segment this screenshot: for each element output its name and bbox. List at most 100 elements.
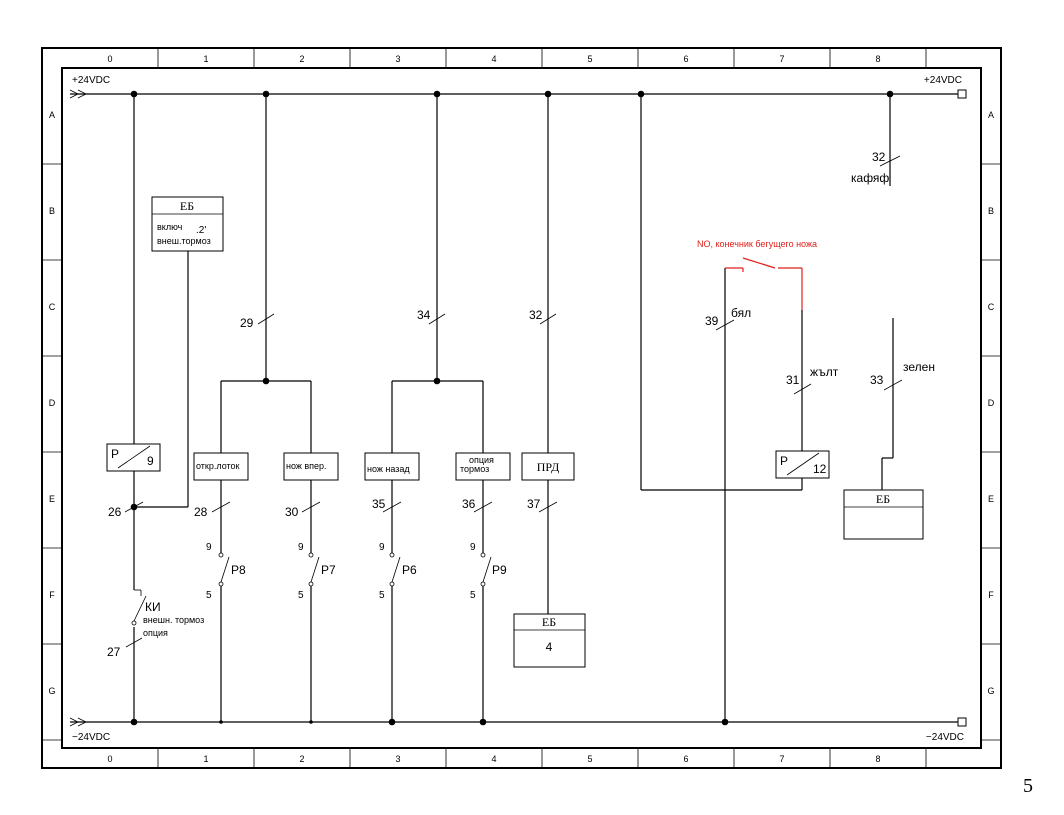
eb-top-title: ЕБ [180,199,194,213]
relay-p9-number: 9 [147,454,154,468]
ki-contact [131,589,147,626]
contact-p6-top: 9 [379,542,385,553]
wire-color-white: бял [731,306,751,320]
col-label-bottom: 2 [299,754,304,764]
wire-color-yellow: жълт [810,365,839,379]
wire-number-34: 34 [417,308,431,322]
wire-number-39: 39 [705,314,719,328]
col-label-bottom: 0 [107,754,112,764]
col-label-top: 7 [779,54,784,64]
power-rail-negative [69,717,967,727]
eb-bottom-number: 4 [546,640,553,654]
contact-p8-name: P8 [231,563,246,577]
eb-right-title: ЕБ [876,492,890,506]
col-label-bottom: 3 [395,754,400,764]
contact-p9-bottom: 5 [470,590,476,601]
row-label-left: A [49,110,55,120]
row-label-left: G [48,686,55,696]
eb-top-ref: .2' [196,225,206,236]
relay-p9-letter: P [111,447,119,461]
ki-name: КИ [145,600,161,614]
contacts [218,552,492,587]
wire-number-29: 29 [240,316,254,330]
wire-number-26: 26 [108,505,122,519]
box-noz-vper: нож впер. [286,461,327,471]
col-label-bottom: 6 [683,754,688,764]
col-label-top: 4 [491,54,496,64]
wire-number-28: 28 [194,505,208,519]
eb-bottom-block [513,613,586,668]
col-label-bottom: 4 [491,754,496,764]
eb-bottom-title: ЕБ [542,615,556,629]
rail-label-top-left: +24VDC [72,75,110,86]
eb-top-line2: внеш.тормоз [157,236,211,246]
eb-top-line1: включ [157,222,183,232]
wire-number-36: 36 [462,497,476,511]
col-label-bottom: 1 [203,754,208,764]
col-label-bottom: 5 [587,754,592,764]
box-opcia-line2: тормоз [460,464,489,474]
drawing-frame: 0 1 2 3 4 5 6 7 8 0 1 2 3 4 5 6 7 8 A B … [41,47,1002,769]
contact-p8-top: 9 [206,542,212,553]
col-label-top: 5 [587,54,592,64]
wire-number-35: 35 [372,497,386,511]
wire-number-33: 33 [870,373,884,387]
wire-number-37: 37 [527,497,541,511]
row-label-right: D [988,398,995,408]
contact-p7-bottom: 5 [298,590,304,601]
row-label-right: F [988,590,994,600]
row-label-left: F [49,590,55,600]
col-label-top: 1 [203,54,208,64]
col-label-top: 6 [683,54,688,64]
wire-number-30: 30 [285,505,299,519]
contact-p6-bottom: 5 [379,590,385,601]
contact-p6-name: P6 [402,563,417,577]
eb-top-block [151,196,224,252]
ki-line2: опция [143,628,168,638]
power-rail-positive [69,89,967,99]
wire-number-32b: 32 [529,308,543,322]
wire-color-green: зелен [903,360,935,374]
relay-p9 [106,443,161,472]
rail-label-top-right: +24VDC [924,75,962,86]
col-label-top: 0 [107,54,112,64]
col-label-top: 8 [875,54,880,64]
box-opcia-line1: опция [469,455,494,465]
ki-line1: внешн. тормоз [143,615,204,625]
red-note-label: NO, конечник бегущего ножа [697,239,817,249]
col-label-bottom: 8 [875,754,880,764]
col-label-top: 3 [395,54,400,64]
row-label-left: D [49,398,56,408]
contact-p8-bottom: 5 [206,590,212,601]
relay-p12-letter: P [780,454,788,468]
contact-p7-top: 9 [298,542,304,553]
contact-p7-name: P7 [321,563,336,577]
contact-p9-name: P9 [492,563,507,577]
row-label-left: E [49,494,55,504]
row-label-right: C [988,302,995,312]
page-number: 5 [1023,775,1033,797]
row-label-right: B [988,206,994,216]
output-boxes [193,452,575,481]
box-otkr-lotok: откр.лоток [196,461,240,471]
wire-number-31: 31 [786,373,800,387]
row-label-right: E [988,494,994,504]
wire-ticks [124,155,903,648]
junction-dots [130,90,894,726]
wire-number-32a: 32 [872,150,886,164]
relay-p12-number: 12 [813,462,827,476]
eb-right-block [843,489,924,540]
contact-p9-top: 9 [470,542,476,553]
row-label-left: B [49,206,55,216]
row-label-right: A [988,110,994,120]
rail-label-bottom-right: −24VDC [926,732,964,743]
row-label-left: C [49,302,56,312]
box-noz-nazad: нож назад [367,464,410,474]
box-prd: ПРД [537,460,560,474]
relay-p12 [775,450,830,479]
col-label-top: 2 [299,54,304,64]
rail-label-bottom-left: −24VDC [72,732,110,743]
wire-color-brown: кафяф [851,171,889,185]
wire-number-27: 27 [107,645,121,659]
